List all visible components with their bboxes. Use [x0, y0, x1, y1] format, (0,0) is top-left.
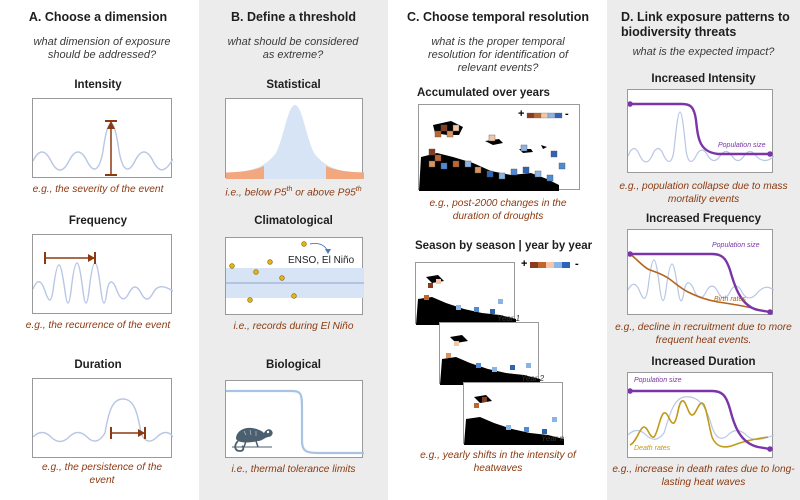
duration-panel: [32, 378, 173, 458]
intensity-plot: [33, 120, 173, 176]
upper-tail: [326, 166, 364, 179]
column-c-question: what is the proper temporal resolution f…: [427, 36, 569, 74]
legend-ramp: [530, 262, 570, 268]
death-rates-label: Death rates: [634, 445, 671, 452]
legend-plus: +: [521, 258, 528, 270]
record-dots: [229, 241, 307, 303]
impact-duration-label: Increased Duration: [651, 356, 756, 368]
impact-duration-plot: [628, 388, 774, 452]
accumulated-example: e.g., post-2000 changes in the duration …: [429, 198, 567, 222]
caribbean-map-icon: [416, 275, 516, 325]
statistical-plot: [226, 105, 364, 179]
year-2-label: Year 2: [521, 374, 545, 383]
year-1-map: [415, 262, 516, 325]
impact-frequency-panel: Population size Birth rates: [627, 229, 774, 315]
lower-tail: [226, 166, 264, 179]
enso-annotation: ENSO, El Niño: [288, 255, 355, 266]
population-size-line: [630, 389, 771, 451]
threshold-statistical-label: Statistical: [266, 79, 321, 91]
impact-intensity-panel: Population size: [627, 89, 774, 173]
intensity-example: e.g., the severity of the event: [32, 184, 164, 195]
biological-plot: [226, 389, 364, 455]
biological-example: i.e., thermal tolerance limits: [231, 464, 356, 475]
duration-plot: [33, 398, 173, 443]
population-size-label: Population size: [634, 377, 682, 384]
death-rates-line: [629, 400, 769, 448]
legend-ramp: [526, 112, 563, 119]
column-b-question: what should be considered as extreme?: [227, 36, 359, 61]
tolerance-curve: [226, 389, 364, 455]
population-size-label: Population size: [712, 242, 760, 249]
threshold-climatological-label: Climatological: [254, 215, 333, 227]
climatological-plot: [226, 241, 364, 303]
column-d: D. Link exposure patterns to biodiversit…: [607, 0, 800, 500]
impact-frequency-plot: [628, 251, 774, 315]
legend-minus: -: [565, 108, 569, 120]
birth-rates-line: [629, 253, 771, 313]
signal-line: [628, 259, 774, 302]
impact-duration-panel: Population size Death rates: [627, 372, 774, 458]
signal-line: [33, 122, 173, 171]
season-example: e.g., yearly shifts in the intensity of …: [420, 450, 576, 474]
biological-panel: [225, 380, 364, 458]
population-size-line: [630, 102, 770, 156]
heat-cells: [428, 124, 566, 182]
statistical-panel: [225, 98, 364, 179]
year-1-label: Year 1: [497, 314, 521, 323]
frequency-panel: [32, 234, 173, 314]
population-size-line: [630, 252, 771, 314]
accumulated-map-panel: + -: [418, 104, 580, 191]
year-n-label: Year n: [541, 434, 565, 443]
impact-frequency-example: e.g., decline in recruitment due to more…: [615, 322, 792, 346]
impact-intensity-label: Increased Intensity: [651, 73, 756, 85]
column-c-title: C. Choose temporal resolution: [407, 10, 589, 24]
column-a: A. Choose a dimension what dimension of …: [0, 0, 196, 500]
dimension-frequency-label: Frequency: [68, 215, 128, 227]
impact-frequency-label: Increased Frequency: [645, 213, 762, 225]
frequency-example: e.g., the recurrence of the event: [25, 320, 171, 331]
threshold-biological-label: Biological: [266, 359, 321, 371]
climatological-example: i.e., records during El Niño: [233, 321, 354, 332]
legend-minus: -: [575, 258, 579, 270]
impact-intensity-plot: [628, 101, 774, 163]
annotation-arrow: [309, 243, 329, 253]
impact-duration-example: e.g., increase in death rates due to lon…: [612, 464, 795, 488]
dimension-duration-label: Duration: [74, 359, 122, 371]
column-a-question: what dimension of exposure should be add…: [33, 36, 171, 61]
caribbean-map-icon: [440, 335, 540, 385]
caribbean-map-icon: [419, 112, 566, 191]
impact-intensity-example: e.g., population collapse due to mass mo…: [619, 181, 788, 205]
statistical-example: i.e., below P5th or above P95th: [225, 186, 362, 199]
column-b-title: B. Define a threshold: [230, 10, 357, 24]
arrow-head: [107, 121, 115, 129]
distribution-curve: [226, 105, 364, 179]
population-size-label: Population size: [718, 142, 766, 149]
column-c: C. Choose temporal resolution what is th…: [391, 0, 605, 500]
column-b: B. Define a threshold what should be con…: [199, 0, 388, 500]
climatological-panel: ENSO, El Niño: [225, 237, 364, 315]
birth-rates-label: Birth rates: [714, 296, 746, 303]
year-n-map: [463, 382, 564, 445]
accumulated-label: Accumulated over years: [417, 87, 550, 99]
column-d-question: what is the expected impact?: [632, 46, 775, 58]
column-d-title: D. Link exposure patterns to biodiversit…: [621, 10, 790, 39]
season-label: Season by season | year by year: [415, 240, 593, 252]
column-a-title: A. Choose a dimension: [28, 10, 168, 24]
chameleon-icon: [232, 427, 273, 452]
signal-line: [33, 262, 173, 304]
caribbean-map-icon: [464, 395, 564, 445]
intensity-panel: [32, 98, 173, 178]
legend-plus: +: [518, 108, 525, 120]
year-2-map: [439, 322, 540, 385]
dimension-intensity-label: Intensity: [74, 79, 122, 91]
signal-line: [628, 111, 774, 163]
signal-line: [33, 398, 173, 443]
duration-example: e.g., the persistence of the event: [41, 462, 163, 486]
frequency-plot: [33, 252, 173, 304]
